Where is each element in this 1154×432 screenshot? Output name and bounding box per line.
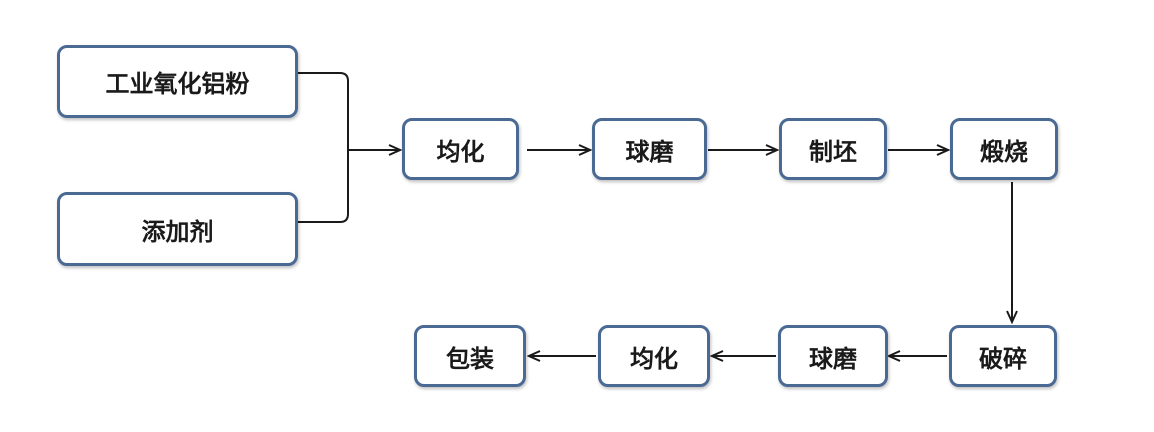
node-label: 均化 [630,344,678,373]
node-raw-alumina: 工业氧化铝粉 [57,45,298,118]
node-packaging: 包装 [414,325,526,387]
node-calcination: 煅烧 [950,118,1058,180]
node-crushing: 破碎 [949,325,1057,387]
node-homogenize-2: 均化 [598,325,710,387]
node-ball-mill-2: 球磨 [778,325,888,387]
node-label: 球磨 [809,344,857,373]
node-label: 破碎 [979,344,1027,373]
node-label: 煅烧 [980,137,1028,166]
node-additive: 添加剂 [57,192,298,266]
merge-bracket [298,72,349,223]
node-label: 球磨 [625,137,674,166]
node-label: 包装 [446,344,494,373]
node-label: 制坯 [809,137,857,166]
node-label: 添加剂 [141,217,214,246]
node-homogenize-1: 均化 [402,118,519,180]
node-label: 均化 [436,137,485,166]
node-forming: 制坯 [779,118,887,180]
node-ball-mill-1: 球磨 [592,118,707,180]
node-label: 工业氧化铝粉 [105,70,250,98]
